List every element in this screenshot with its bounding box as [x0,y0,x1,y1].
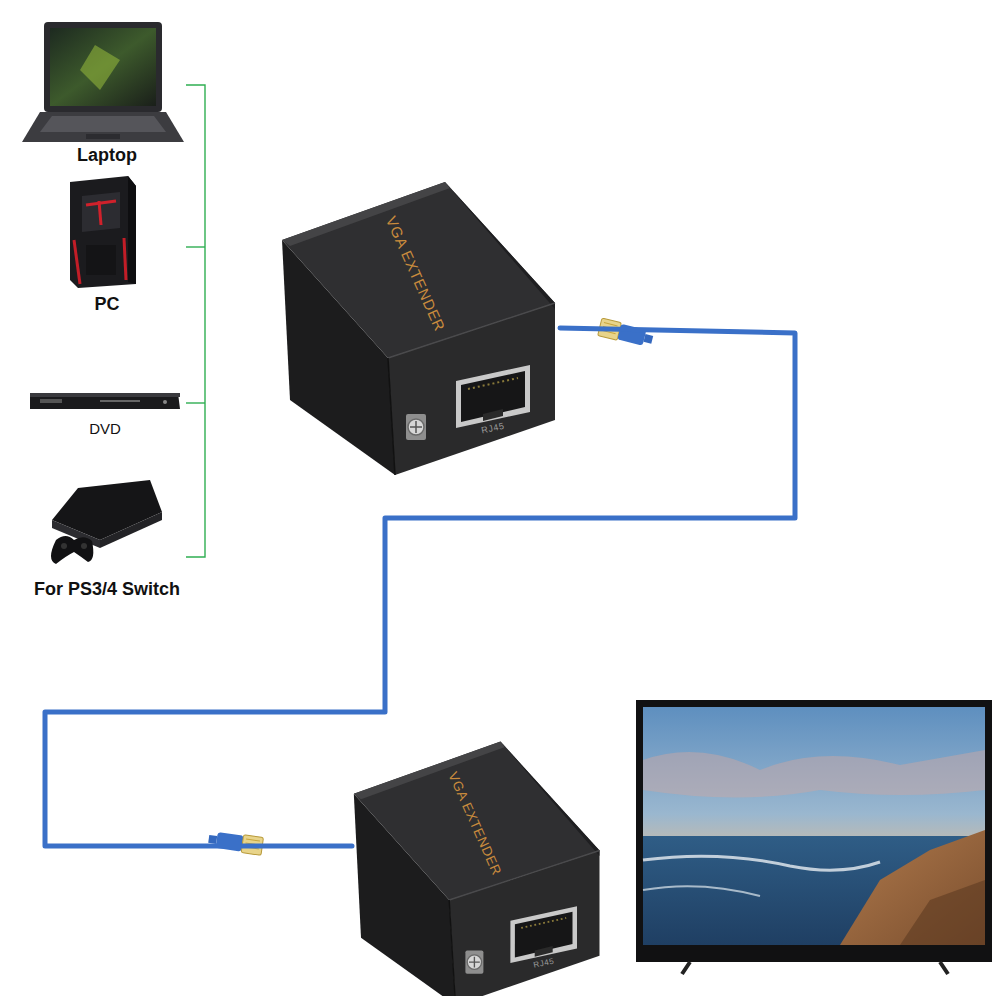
bracket-part [186,85,205,557]
dvd-icon-part [30,393,180,409]
pc-icon-part [99,201,101,225]
pc-icon-part [128,176,136,284]
device-label: PC [94,294,119,315]
dvd-icon-part [40,399,62,403]
rj45-pins [521,918,566,928]
screw [467,955,481,969]
rj45-latch [535,946,553,957]
tv-icon [636,700,992,974]
console-icon-part [61,543,67,549]
rj45-latch [483,409,503,421]
rj45-pins [468,378,518,389]
console-icon-part [100,512,162,548]
device-label: For PS3/4 Switch [34,579,180,600]
pc-icon-part [86,245,116,275]
rj45-port [510,906,577,963]
dvd-icon-part [100,400,140,402]
tv-icon-part [840,830,985,945]
bracket-part [186,402,205,403]
pc-icon-part [70,176,136,288]
vga-extender: VGA EXTENDERRJ45 [352,738,604,996]
laptop-icon-part [22,112,184,142]
laptop-icon-part [40,116,166,132]
box-flange [445,182,555,309]
console-icon-part [51,536,93,564]
pc-icon-part [124,238,126,280]
extender-body [352,738,604,996]
rj45-plug-part [216,832,244,851]
tv-icon-part [643,707,985,945]
laptop-icon [22,22,184,142]
pc-icon-part [82,192,120,232]
box-top [354,742,600,900]
screw [408,419,424,435]
box-edge [449,900,455,996]
vga-extender: VGA EXTENDERRJ45 [280,178,560,478]
tv-icon-part [636,700,992,962]
screw [406,414,426,440]
rj45-plug [598,318,655,349]
screw [469,957,480,968]
console-icon [51,480,162,564]
tv-icon-part [643,750,985,798]
rj45-plug-part [643,334,653,344]
dvd-icon-part [163,400,167,404]
pc-icon-part [86,201,116,205]
box-edge [449,851,599,901]
dvd-icon-part [30,393,180,397]
bracket-part [186,246,205,247]
box-top [282,182,555,358]
tv-icon-part [682,962,948,974]
laptop-icon-part [86,134,120,139]
tv-icon-part [643,886,760,896]
tv-icon-part [643,856,880,870]
device-label: DVD [89,420,121,437]
box-flange [282,182,450,246]
rj45-plug [207,830,263,855]
rj45-port [461,371,525,422]
box-flange [354,742,505,800]
rj45-port [515,912,573,958]
rj45-port [456,365,530,428]
laptop-icon-part [50,28,156,106]
extender-body [280,178,560,478]
screw [410,421,422,433]
bracket [186,85,205,557]
console-icon-part [81,543,87,549]
screw [465,950,483,973]
pc-icon-part [74,240,80,284]
laptop-icon-part [44,22,162,112]
pc-icon [70,176,136,288]
dvd-icon [30,393,180,409]
box-flange [501,742,600,856]
laptop-icon-part [80,45,120,90]
box-edge [388,303,555,358]
rj45-plug-part [208,835,217,844]
device-label: Laptop [77,145,137,166]
tv-icon-part [900,880,985,945]
box-edge [388,358,395,475]
